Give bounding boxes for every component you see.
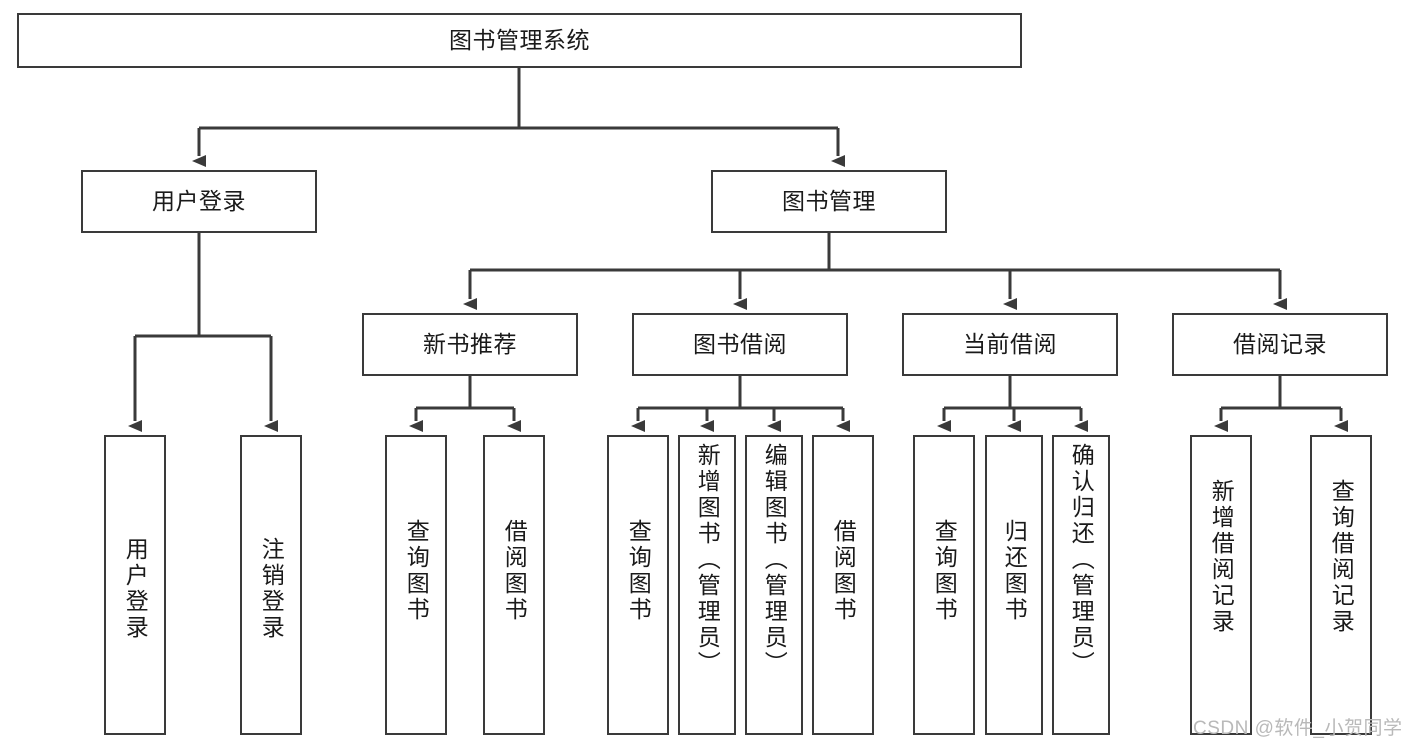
- node-leaf-user-login-label: 用户登录: [122, 537, 149, 641]
- node-leaf-query-book-current-label: 查询图书: [931, 519, 958, 623]
- node-borrow-records[interactable]: 借阅记录: [1172, 313, 1388, 376]
- node-leaf-return-book-label: 归还图书: [1001, 519, 1028, 623]
- node-leaf-confirm-return-admin[interactable]: 确认归还（管理员）: [1052, 435, 1110, 735]
- node-leaf-query-borrow-record[interactable]: 查询借阅记录: [1310, 435, 1372, 735]
- node-current-borrow[interactable]: 当前借阅: [902, 313, 1118, 376]
- node-leaf-query-book-recommend-label: 查询图书: [403, 519, 430, 623]
- node-new-book-recommend-label: 新书推荐: [423, 331, 517, 358]
- node-root-label: 图书管理系统: [449, 27, 590, 54]
- node-leaf-borrow-book-recommend-label: 借阅图书: [501, 519, 528, 623]
- node-leaf-query-book-recommend[interactable]: 查询图书: [385, 435, 447, 735]
- node-leaf-borrow-book-recommend[interactable]: 借阅图书: [483, 435, 545, 735]
- node-leaf-query-book-borrow[interactable]: 查询图书: [607, 435, 669, 735]
- node-new-book-recommend[interactable]: 新书推荐: [362, 313, 578, 376]
- watermark: CSDN @软件_小贺同学: [1193, 718, 1403, 739]
- node-current-borrow-label: 当前借阅: [963, 331, 1057, 358]
- node-leaf-logout-login[interactable]: 注销登录: [240, 435, 302, 735]
- node-leaf-add-borrow-record[interactable]: 新增借阅记录: [1190, 435, 1252, 735]
- node-root[interactable]: 图书管理系统: [17, 13, 1022, 68]
- node-leaf-query-book-borrow-label: 查询图书: [625, 519, 652, 623]
- node-leaf-confirm-return-admin-label: 确认归还（管理员）: [1068, 443, 1095, 677]
- node-leaf-edit-book-admin-label: 编辑图书（管理员）: [761, 443, 788, 677]
- node-leaf-borrow-book-borrow[interactable]: 借阅图书: [812, 435, 874, 735]
- node-leaf-logout-login-label: 注销登录: [258, 537, 285, 641]
- node-user-login[interactable]: 用户登录: [81, 170, 317, 233]
- node-leaf-add-book-admin-label: 新增图书（管理员）: [694, 443, 721, 677]
- node-book-borrow-label: 图书借阅: [693, 331, 787, 358]
- node-user-login-label: 用户登录: [152, 188, 246, 215]
- node-leaf-user-login[interactable]: 用户登录: [104, 435, 166, 735]
- node-leaf-query-book-current[interactable]: 查询图书: [913, 435, 975, 735]
- node-borrow-records-label: 借阅记录: [1233, 331, 1327, 358]
- node-leaf-query-borrow-record-label: 查询借阅记录: [1328, 479, 1355, 635]
- node-leaf-borrow-book-borrow-label: 借阅图书: [830, 519, 857, 623]
- node-book-management-label: 图书管理: [782, 188, 876, 215]
- node-book-management[interactable]: 图书管理: [711, 170, 947, 233]
- node-leaf-add-borrow-record-label: 新增借阅记录: [1208, 479, 1235, 635]
- node-leaf-add-book-admin[interactable]: 新增图书（管理员）: [678, 435, 736, 735]
- node-leaf-edit-book-admin[interactable]: 编辑图书（管理员）: [745, 435, 803, 735]
- node-book-borrow[interactable]: 图书借阅: [632, 313, 848, 376]
- node-leaf-return-book[interactable]: 归还图书: [985, 435, 1043, 735]
